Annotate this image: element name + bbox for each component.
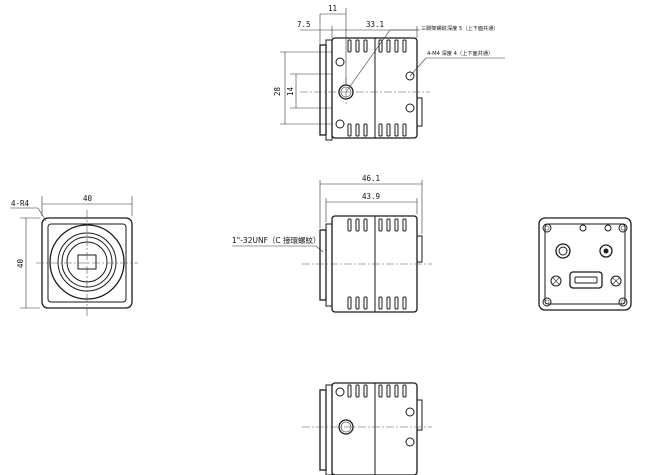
dim-40-width: 40 <box>83 194 93 203</box>
dim-43-9: 43.9 <box>362 192 380 201</box>
dim-7-5: 7.5 <box>297 20 311 29</box>
note-tripod-depth: 三脚架螺紋深度 5（上下面共通） <box>421 24 499 32</box>
front-view: 40 40 4-R4 <box>10 194 138 316</box>
note-m4-depth: 4-M4 深度 4（上下面共通） <box>427 49 493 57</box>
dim-14: 14 <box>286 86 295 96</box>
dim-11: 11 <box>328 4 337 13</box>
dim-40-height: 40 <box>16 258 25 268</box>
dim-46-1: 46.1 <box>362 174 380 183</box>
top-view-slits-bottom <box>347 123 407 137</box>
side-view-slits-top <box>347 218 407 232</box>
bottom-view-slits <box>347 384 407 398</box>
side-view-slits-bottom <box>347 296 407 310</box>
top-view-slits-top <box>347 39 407 53</box>
rear-view <box>538 217 632 311</box>
note-c-mount-thread: 1"-32UNF（C 接環螺紋） <box>232 235 321 245</box>
dim-33-1: 33.1 <box>366 20 384 29</box>
top-view: 11 7.5 33.1 28 14 三脚架螺紋深度 5（上下面共通） 4-M4 … <box>273 4 505 141</box>
dim-28: 28 <box>273 86 282 96</box>
note-4-r4: 4-R4 <box>11 199 30 208</box>
m4-holes-top <box>335 57 415 129</box>
side-view: 46.1 43.9 1"-32UNF（C 接環螺紋） <box>232 174 432 313</box>
bottom-view <box>302 382 432 475</box>
usb-port <box>569 271 603 289</box>
